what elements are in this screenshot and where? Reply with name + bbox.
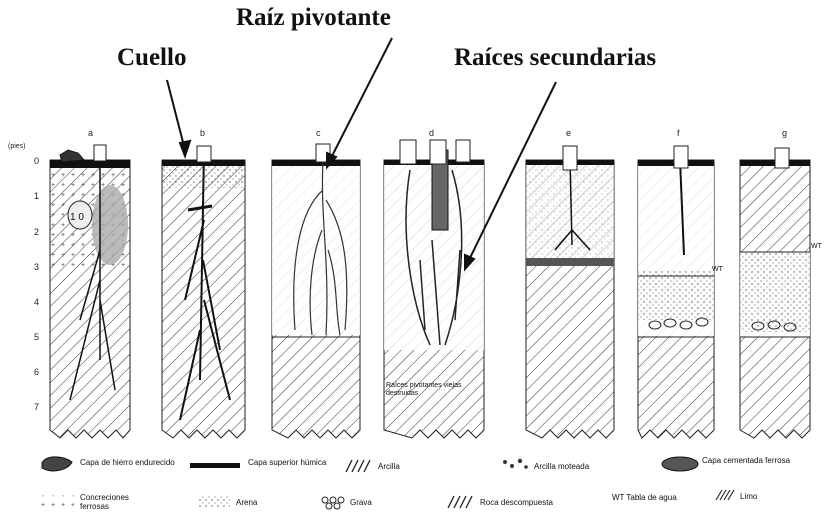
- dead-roots-label: Raíces pivotantes viejas destruidas: [386, 382, 486, 398]
- legend-concretions: Concreciones ferrosas: [80, 493, 160, 511]
- legend-hardpan: Capa de hierro endurecido: [80, 458, 180, 467]
- water-table-label-f: WT: [712, 265, 723, 274]
- concretions-icon: [40, 495, 74, 509]
- ferrous-cement-icon: [662, 457, 698, 471]
- silt-icon: [716, 490, 734, 500]
- legend-rock: Roca descompuesta: [480, 498, 553, 507]
- legend-silt: Limo: [740, 492, 757, 501]
- legend-mottled-clay: Arcilla moteada: [534, 462, 589, 471]
- legend-sand: Arena: [236, 498, 257, 507]
- hardpan-icon: [42, 457, 72, 471]
- decomposed-rock-icon: [448, 496, 472, 508]
- profile-e: [526, 146, 614, 438]
- mottled-clay-icon: [503, 459, 528, 469]
- profile-f: [638, 146, 714, 438]
- legend-clay: Arcilla: [378, 462, 400, 471]
- legend-ferrous-cement: Capa cementada ferrosa: [702, 456, 832, 465]
- legend-water-table: WT Tabla de agua: [612, 493, 702, 502]
- profile-c: [272, 144, 360, 438]
- clay-hatch-icon: [346, 460, 370, 472]
- profile-b: [162, 146, 245, 438]
- gravel-icon: [322, 497, 344, 509]
- legend-humic: Capa superior húmica: [248, 458, 338, 467]
- profile-a: 1 0: [50, 145, 130, 438]
- profile-g: [740, 148, 810, 438]
- humic-layer-icon: [190, 463, 240, 468]
- svg-text:1 0: 1 0: [70, 212, 84, 223]
- water-table-label-g: WT: [811, 242, 822, 251]
- sand-icon: [198, 496, 230, 508]
- legend-gravel: Grava: [350, 498, 372, 507]
